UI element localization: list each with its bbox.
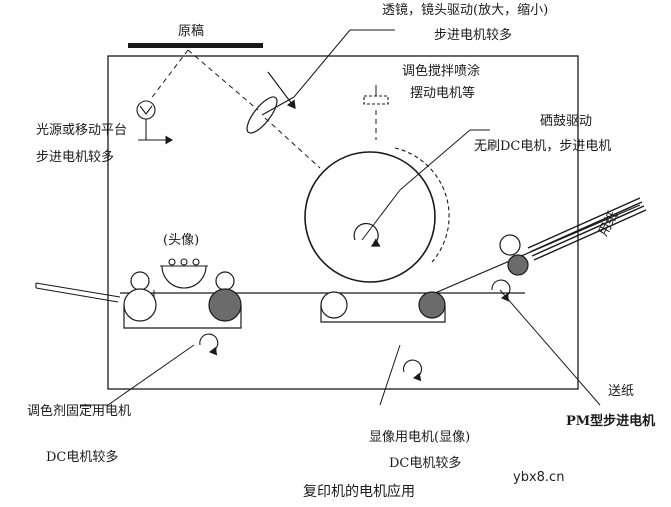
watermark: ybx8.cn xyxy=(513,470,565,485)
toner-stir-nozzle xyxy=(363,95,389,105)
fixing-rollers xyxy=(123,271,242,329)
label-fix-title: 调色剂固定用电机 xyxy=(27,404,132,419)
rotation-arrows xyxy=(199,279,511,382)
label-light-motor: 步进电机较多 xyxy=(36,150,115,165)
optical-path xyxy=(149,49,377,169)
label-lens-motor: 步进电机较多 xyxy=(434,28,513,43)
light-source-lamp xyxy=(136,100,174,145)
diagram-caption: 复印机的电机应用 xyxy=(303,484,415,500)
label-feed-motor: PM型步进电机 xyxy=(566,414,656,429)
label-lens-title: 透镜，镜头驱动(放大，缩小) xyxy=(382,3,549,18)
photosensitive-drum xyxy=(304,147,450,283)
label-light-title: 光源或移动平台 xyxy=(36,123,128,138)
label-drum-title: 硒鼓驱动 xyxy=(540,114,593,129)
leader-lines xyxy=(80,29,601,406)
label-dev-motor: DC电机较多 xyxy=(389,456,462,471)
paper-input-guide xyxy=(35,282,121,303)
paper-stack xyxy=(527,197,647,261)
original-glass xyxy=(128,43,263,48)
label-toner-stir-motor: 摆动电机等 xyxy=(410,86,476,101)
label-fix-motor: DC电机较多 xyxy=(46,450,119,465)
lens xyxy=(246,71,296,134)
label-original: 原稿 xyxy=(178,24,205,39)
label-feed-title: 送纸 xyxy=(608,384,635,399)
label-drum-motor: 无刷DC电机，步进电机 xyxy=(474,139,612,154)
developer-rollers xyxy=(320,291,446,323)
machine-frame xyxy=(107,55,579,390)
fixing-heater xyxy=(160,258,208,289)
label-toner-stir-title: 调色搅拌喷涂 xyxy=(402,64,481,79)
label-head: (头像) xyxy=(163,233,200,248)
label-dev-title: 显像用电机(显像) xyxy=(369,430,471,445)
feed-rollers xyxy=(499,234,529,276)
